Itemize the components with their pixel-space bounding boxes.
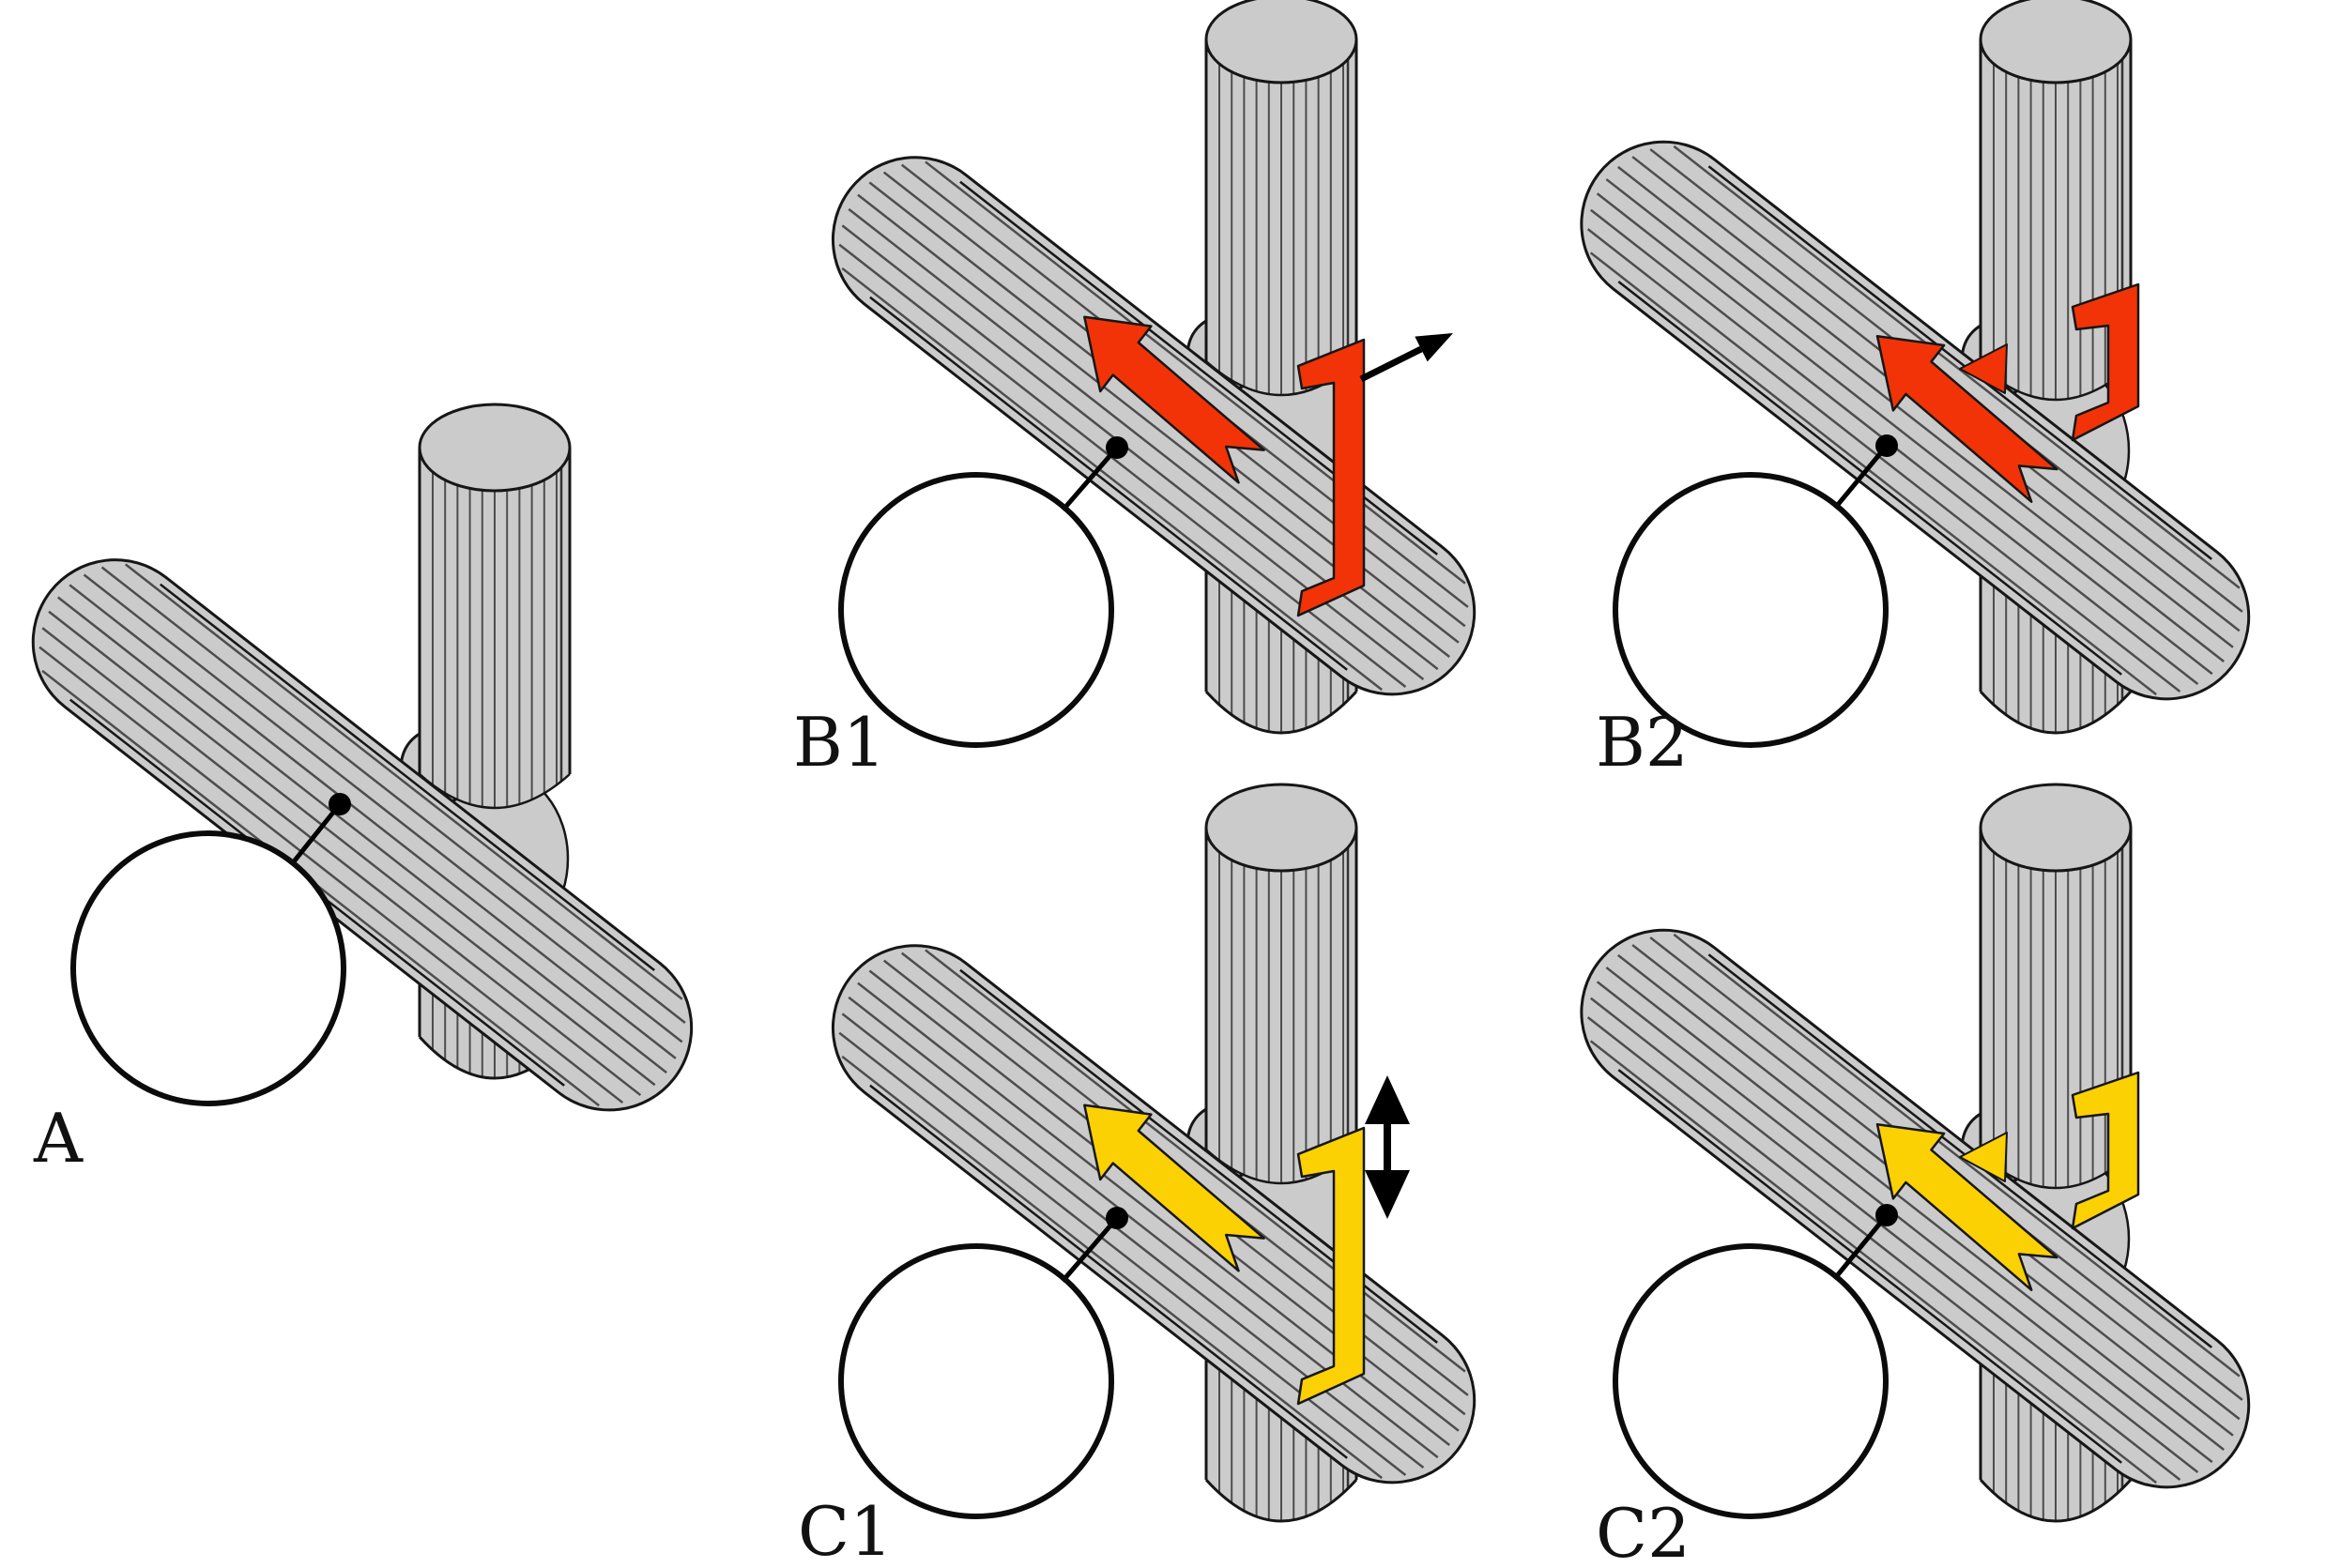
striation-line — [48, 610, 656, 1087]
striation-line — [1596, 192, 2213, 676]
leader-dot — [1106, 1207, 1128, 1229]
axial-marker-arrow — [1083, 315, 1265, 484]
edge-double-line — [1617, 1069, 2122, 1464]
leader-dot — [1106, 436, 1128, 459]
magnifier-ring — [838, 1243, 1114, 1519]
inset-background — [1618, 478, 1883, 742]
striation-line — [925, 949, 1466, 1373]
axial-marker-arrow — [1083, 1104, 1265, 1272]
striation-line — [925, 160, 1466, 585]
bottom-cap-arc — [1979, 1478, 2133, 1523]
striation-line — [41, 627, 642, 1097]
edge-double-line — [1617, 281, 2122, 676]
displacement-markers — [1083, 1104, 1366, 1406]
inset-background — [76, 836, 341, 1101]
neck-marker-sliver — [1959, 343, 2008, 394]
striation-line — [841, 1055, 1383, 1480]
neck-marker-sliver — [1959, 1132, 2008, 1182]
striation-line — [841, 266, 1383, 692]
leader-dot — [1875, 1204, 1898, 1226]
striation-line — [1586, 228, 2181, 693]
striation-line — [83, 573, 683, 1043]
edge-double-line — [869, 296, 1348, 671]
diagonal-fibril — [831, 156, 1477, 696]
axial-marker-arrow — [1875, 334, 2058, 503]
striation-line — [1673, 145, 2241, 589]
top-cap — [1204, 0, 1358, 84]
axial-marker-arrow — [1875, 1122, 2058, 1291]
edge-double-line — [1707, 165, 2212, 560]
top-cap — [1979, 0, 2133, 84]
magnifier-inset — [838, 1243, 1114, 1519]
striation-line — [838, 243, 1407, 688]
panel-c2: C2 — [1580, 783, 2251, 1568]
edge-double-line — [1707, 953, 2212, 1348]
striation-line — [124, 563, 683, 1000]
top-cap — [1204, 783, 1358, 873]
striation-line — [41, 669, 600, 1107]
displacement-markers — [1875, 1071, 2140, 1291]
edge-double-line — [869, 1084, 1348, 1459]
panel-b1: B1 — [793, 0, 1477, 782]
panel-label: C2 — [1596, 1494, 1691, 1568]
northeast-arrow — [1359, 333, 1453, 383]
panel-a: A — [31, 403, 694, 1178]
panel-b2: B2 — [1580, 0, 2251, 782]
panel-label: B1 — [793, 703, 886, 782]
inset-background — [844, 478, 1109, 742]
striation-line — [1605, 178, 2225, 662]
striation-line — [69, 584, 677, 1059]
top-cap — [418, 403, 572, 493]
leader-dot — [329, 793, 351, 815]
striation-line — [1596, 981, 2213, 1464]
striation-line — [1673, 933, 2241, 1378]
striation-line — [1589, 251, 2157, 696]
magnifier-ring — [70, 830, 346, 1106]
magnifier-inset — [1613, 1243, 1889, 1519]
inset-background — [1618, 1249, 1883, 1514]
vertical-marker-bracket — [1296, 338, 1366, 617]
striation-line — [1605, 967, 2225, 1451]
diagonal-fibril — [31, 558, 694, 1112]
striation-line — [1586, 1016, 2181, 1481]
panel-label: A — [33, 1099, 84, 1178]
striation-line — [1589, 1040, 2157, 1484]
striation-line — [100, 566, 686, 1024]
bottom-cap-arc — [1204, 690, 1358, 735]
magnifier-inset — [838, 472, 1114, 748]
panel-c1: C1 — [798, 783, 1477, 1568]
leader-dot — [1875, 434, 1898, 457]
magnifier-inset — [70, 830, 346, 1106]
vertical-double-arrow — [1365, 1075, 1410, 1219]
magnifier-ring — [838, 472, 1114, 748]
magnifier-ring — [1613, 1243, 1889, 1519]
bottom-cap-arc — [1979, 690, 2133, 735]
inset-background — [844, 1249, 1109, 1514]
striation-line — [1590, 997, 2199, 1473]
vertical-marker-bracket — [2071, 282, 2140, 442]
magnifier-inset — [1613, 472, 1889, 748]
striation-line — [56, 596, 667, 1074]
displacement-markers — [1875, 282, 2140, 503]
striation-line — [838, 1031, 1407, 1476]
vertical-marker-bracket — [1296, 1126, 1366, 1406]
displacement-markers — [1083, 315, 1366, 617]
magnifier-ring — [1613, 472, 1889, 748]
top-cap — [1979, 783, 2133, 873]
striation-line — [38, 646, 624, 1104]
panel-label: C1 — [798, 1492, 893, 1568]
bottom-cap-arc — [1204, 1478, 1358, 1523]
panel-label: B2 — [1596, 703, 1689, 782]
vertical-marker-bracket — [2071, 1071, 2140, 1230]
edge-double-line — [160, 583, 655, 971]
